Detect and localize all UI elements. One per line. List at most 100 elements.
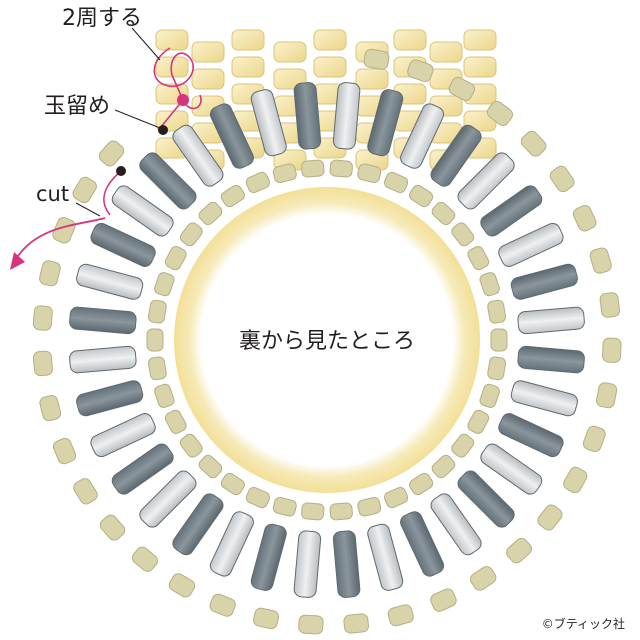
inner-seed-bead xyxy=(147,356,167,381)
gold-seed-bead xyxy=(393,29,427,51)
inner-seed-bead xyxy=(487,299,507,324)
inner-seed-bead xyxy=(409,184,434,208)
outer-seed-bead xyxy=(537,504,563,531)
leader-lines xyxy=(75,27,161,217)
inner-seed-bead xyxy=(357,163,382,184)
bugle-bead xyxy=(69,345,137,374)
outer-seed-bead xyxy=(52,437,77,465)
bugle-bead xyxy=(250,89,287,157)
inner-seed-bead xyxy=(245,171,271,194)
outer-seed-bead xyxy=(98,140,125,167)
bugle-bead-ring xyxy=(69,82,585,598)
gold-seed-bead xyxy=(191,68,225,90)
inner-seed-bead xyxy=(431,201,456,226)
bugle-bead xyxy=(90,222,156,267)
inner-seed-bead xyxy=(164,246,187,271)
outer-seed-bead xyxy=(563,466,588,494)
inner-seed-bead xyxy=(479,272,500,297)
bugle-bead xyxy=(293,82,322,150)
outer-seed-bead xyxy=(73,478,98,505)
bugle-bead xyxy=(480,443,543,495)
outer-seed-bead xyxy=(549,165,575,193)
inner-seed-bead xyxy=(301,159,325,178)
bugle-bead xyxy=(139,152,197,210)
bugle-bead xyxy=(400,511,445,577)
inner-seed-bead xyxy=(179,433,203,458)
center-caption: 裏から見たところ xyxy=(239,329,415,354)
inner-seed-bead xyxy=(329,502,353,521)
inner-seed-bead xyxy=(409,472,434,496)
gold-seed-bead xyxy=(463,29,497,51)
outer-seed-bead xyxy=(209,593,236,617)
curved-arrow-icon xyxy=(17,217,106,257)
inner-seed-bead xyxy=(487,356,507,381)
gold-seed-bead xyxy=(155,56,189,78)
bugle-bead xyxy=(209,103,254,169)
knot-label: 玉留め xyxy=(44,94,110,119)
outer-seed-bead xyxy=(572,205,597,232)
gold-seed-bead xyxy=(313,29,347,51)
outer-seed-bead xyxy=(407,59,434,83)
inner-seed-bead xyxy=(467,246,490,271)
gold-seed-bead xyxy=(313,56,347,78)
outer-seed-bead xyxy=(168,573,196,598)
outer-seed-bead xyxy=(486,100,514,126)
outer-seed-bead xyxy=(387,604,414,627)
inner-seed-bead xyxy=(431,454,456,479)
outer-seed-bead xyxy=(72,176,97,204)
wrap-twice-label: 2周する xyxy=(62,6,142,31)
bugle-bead xyxy=(457,152,515,210)
inner-seed-bead xyxy=(329,159,353,178)
outer-seed-bead xyxy=(448,76,476,101)
cut-arrow xyxy=(10,217,106,270)
pink-thread xyxy=(103,47,202,216)
cut-label: cut xyxy=(36,182,69,206)
bugle-bead xyxy=(90,413,156,458)
outer-seed-bead xyxy=(52,217,76,244)
gold-seed-bead xyxy=(155,29,189,51)
bugle-bead xyxy=(76,263,144,300)
bugle-bead xyxy=(517,306,585,335)
outer-seed-bead xyxy=(99,514,126,541)
bugle-bead xyxy=(498,413,564,458)
inner-seed-bead xyxy=(220,472,245,496)
outer-seed-bead xyxy=(32,305,53,331)
credit-text: ©ブティック社 xyxy=(542,616,625,631)
bugle-bead xyxy=(139,470,197,528)
inner-seed-bead xyxy=(220,184,245,208)
inner-seed-bead xyxy=(154,383,175,408)
outer-seed-bead xyxy=(39,395,62,422)
gold-seed-bead xyxy=(429,41,463,63)
bugle-bead xyxy=(367,523,404,591)
gold-seed-bead xyxy=(463,56,497,78)
bugle-bead xyxy=(400,103,445,169)
bugle-bead xyxy=(332,530,361,598)
outer-seed-bead xyxy=(599,292,621,318)
inner-seed-bead xyxy=(467,409,490,434)
inner-seed-bead xyxy=(272,496,297,517)
outer-seed-bead xyxy=(32,350,53,377)
inner-seed-bead xyxy=(154,272,175,297)
inner-seed-bead xyxy=(146,328,164,352)
outer-seed-bead xyxy=(470,566,497,591)
outer-seed-bead xyxy=(253,607,280,630)
gold-seed-bead xyxy=(191,41,225,63)
inner-seed-bead xyxy=(451,433,475,458)
outer-seed-bead xyxy=(430,588,457,612)
bugle-bead xyxy=(430,493,482,556)
outer-seed-bead xyxy=(602,337,622,363)
bugle-bead xyxy=(517,345,585,374)
bugle-bead xyxy=(172,124,224,187)
bugle-bead xyxy=(510,380,578,417)
gold-seed-bead xyxy=(273,41,307,63)
outer-seed-bead xyxy=(39,260,61,287)
outer-seed-bead xyxy=(506,537,532,564)
outer-khaki-bead-ring xyxy=(32,48,622,635)
gold-seed-bead xyxy=(231,29,265,51)
center-ring-hole xyxy=(201,214,453,466)
bugle-bead xyxy=(111,185,174,237)
gold-seed-bead xyxy=(355,68,389,90)
bugle-bead xyxy=(332,82,361,150)
